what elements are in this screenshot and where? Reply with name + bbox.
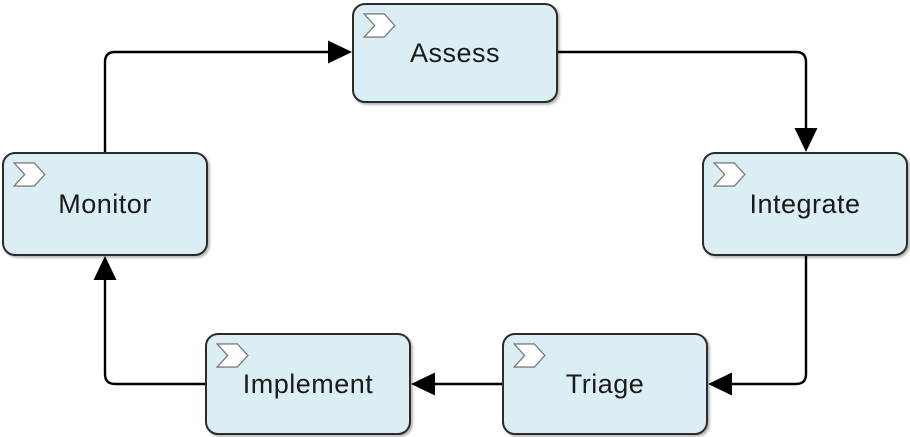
node-triage[interactable]: Triage [502,333,708,435]
node-label: Triage [565,368,645,399]
arrowhead-right-icon [328,40,352,64]
arrowhead-up-icon [93,256,117,280]
edge-integrate-to-triage[interactable] [708,256,808,396]
edge-assess-to-integrate[interactable] [558,50,818,152]
node-label: Integrate [749,188,861,219]
node-implement[interactable]: Implement [205,333,411,435]
process-chevron-icon [216,343,249,368]
node-integrate[interactable]: Integrate [702,152,908,256]
edge-triage-to-implement[interactable] [411,372,502,396]
node-label: Monitor [58,188,152,219]
process-chevron-icon [13,162,46,187]
node-monitor[interactable]: Monitor [2,152,208,256]
process-chevron-icon [713,162,746,187]
edge-implement-to-monitor[interactable] [93,256,206,386]
process-chevron-icon [513,343,546,368]
node-label: Assess [409,37,501,68]
process-chevron-icon [363,13,396,38]
node-label: Implement [242,368,374,399]
edge-monitor-to-assess[interactable] [103,40,352,153]
node-assess[interactable]: Assess [352,3,558,103]
arrowhead-left-icon [411,372,435,396]
arrowhead-down-icon [794,128,818,152]
arrowhead-left-icon [708,372,732,396]
